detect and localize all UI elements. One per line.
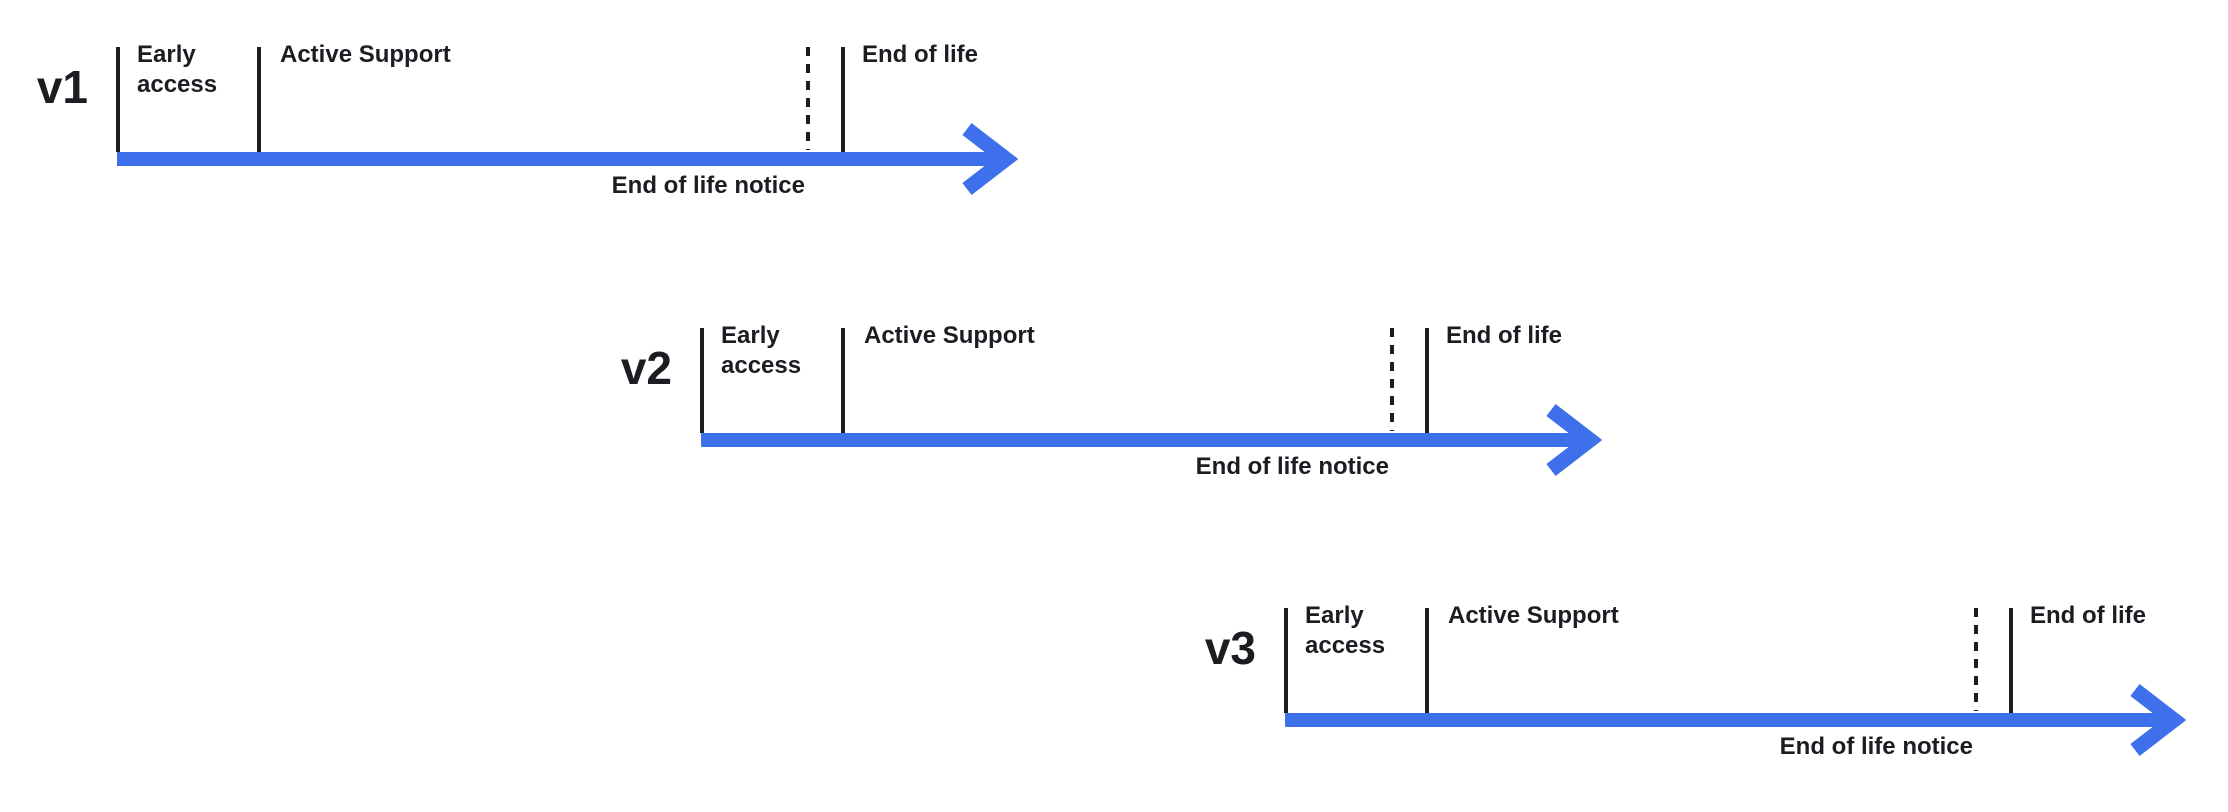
active-support-start-tick: [1425, 608, 1429, 713]
version-label: v2: [620, 342, 672, 394]
early-access-start-tick: [1284, 608, 1288, 713]
end-of-life-tick: [1425, 328, 1429, 433]
active-support-label: Active Support: [864, 322, 1035, 349]
early-access-label: Early access: [1305, 602, 1386, 659]
timeline-arrow-shaft: [701, 433, 1591, 447]
end-of-life-notice-dashed-tick: [1390, 328, 1394, 431]
end-of-life-label: End of life: [2030, 602, 2146, 629]
end-of-life-notice-dashed-tick: [1974, 608, 1978, 711]
early-access-start-tick: [700, 328, 704, 433]
timeline-arrowhead-icon: [962, 123, 1019, 195]
active-support-start-tick: [257, 47, 261, 152]
early-access-label: Early access: [137, 41, 218, 98]
end-of-life-tick: [841, 47, 845, 152]
end-of-life-notice-label: End of life notice: [1195, 453, 1389, 480]
early-access-start-tick: [116, 47, 120, 152]
end-of-life-notice-label: End of life notice: [1779, 733, 1973, 760]
timeline-arrow: [117, 123, 1019, 195]
active-support-label: Active Support: [1448, 602, 1619, 629]
version-label: v1: [36, 61, 88, 113]
version-label: v3: [1204, 622, 1256, 674]
active-support-label: Active Support: [280, 41, 451, 68]
end-of-life-label: End of life: [862, 41, 978, 68]
timeline-arrowhead-icon: [1546, 404, 1603, 476]
end-of-life-notice-label: End of life notice: [611, 172, 805, 199]
early-access-label: Early access: [721, 322, 802, 379]
timeline-arrow-shaft: [117, 152, 1007, 166]
end-of-life-notice-dashed-tick: [806, 47, 810, 150]
timeline-arrow: [701, 404, 1603, 476]
timeline-arrow: [1285, 684, 2187, 756]
end-of-life-label: End of life: [1446, 322, 1562, 349]
active-support-start-tick: [841, 328, 845, 433]
timeline-arrowhead-icon: [2130, 684, 2187, 756]
end-of-life-tick: [2009, 608, 2013, 713]
timeline-arrow-shaft: [1285, 713, 2175, 727]
